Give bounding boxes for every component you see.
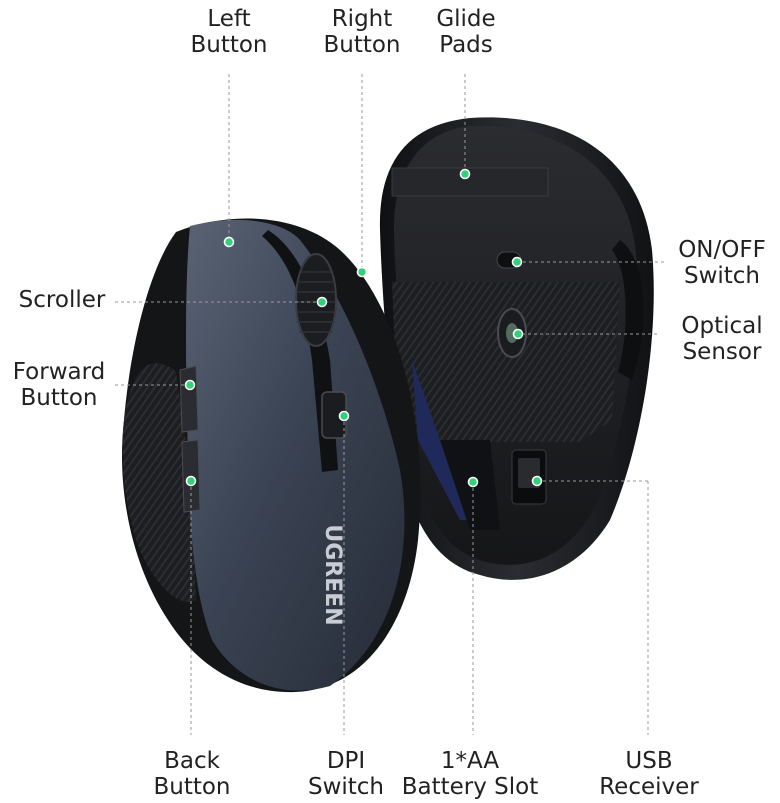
label-scroller: Scroller [18,287,106,313]
mouse-top-view: UGREEN [121,218,421,693]
dot-scroller [316,296,328,308]
dot-optical-sensor [512,328,524,340]
callout-lines [115,74,665,735]
dot-forward-button [184,379,196,391]
dot-on-off-switch [511,256,523,268]
callout-dots [184,168,543,488]
dot-dpi-switch [338,410,350,422]
brand-logo: UGREEN [320,524,345,625]
mouse-bottom-view [379,117,654,580]
dot-right-button [356,266,368,278]
dot-usb-receiver [531,475,543,487]
dot-glide-pads [459,168,471,180]
dot-left-button [223,236,235,248]
dot-back-button [185,475,197,487]
dot-battery-slot [467,476,479,488]
